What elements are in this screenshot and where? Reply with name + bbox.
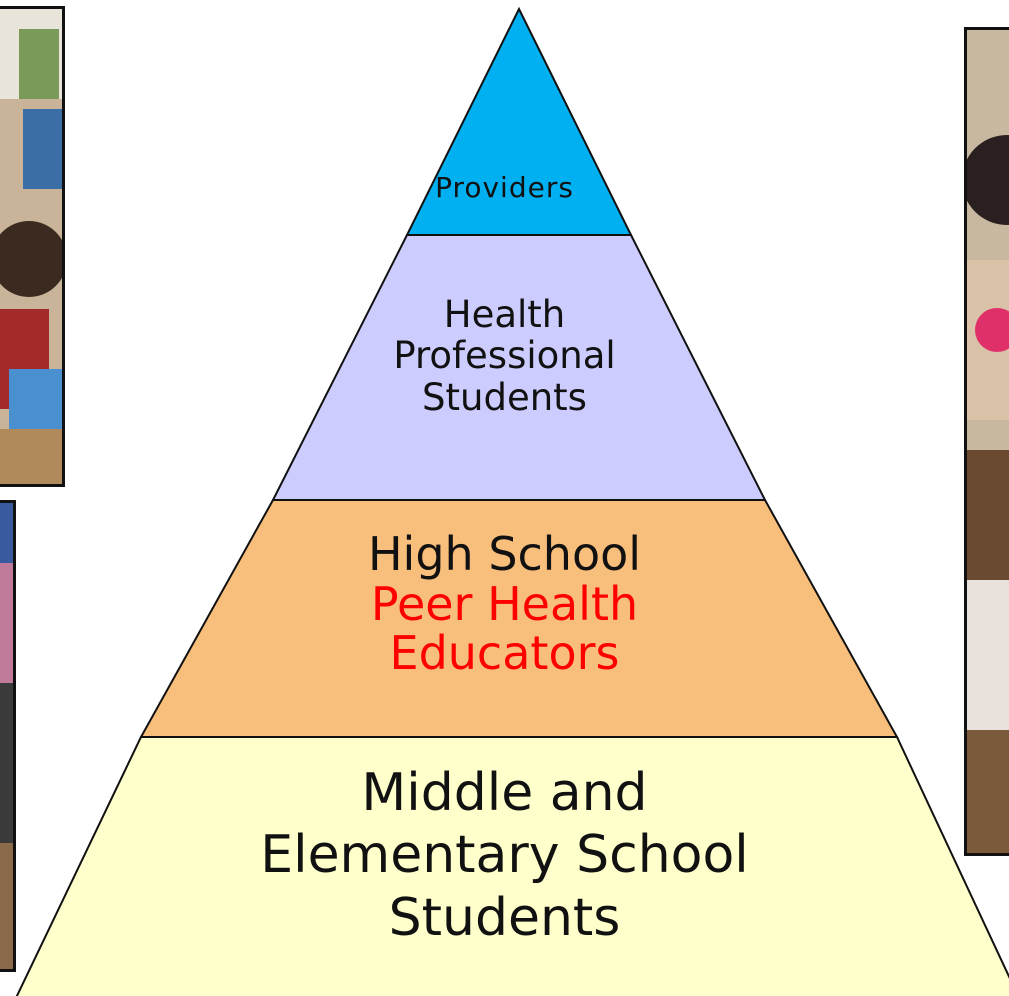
tier-line: Students bbox=[388, 887, 621, 948]
pyramid-tier-middle-elementary-students bbox=[15, 736, 1009, 996]
tier-line: High School bbox=[367, 527, 642, 581]
students-photo-art bbox=[967, 30, 1009, 853]
tier-line: Elementary School bbox=[260, 825, 749, 886]
tier-line: Providers bbox=[435, 171, 574, 204]
tier-line: Middle and bbox=[361, 763, 648, 823]
tier-line: Professional bbox=[393, 334, 616, 378]
tier-subline-educators: Educators bbox=[389, 626, 620, 681]
classroom-photo-bottom-left bbox=[0, 500, 16, 972]
classroom-photo-art bbox=[0, 503, 13, 969]
students-photo-right bbox=[964, 27, 1009, 856]
tier-label-health-professional-students: Health Professional Students bbox=[0, 293, 1009, 419]
classroom-photo-art bbox=[0, 9, 62, 484]
tier-label-middle-elementary-students: Middle and Elementary School Students bbox=[0, 762, 1009, 949]
tier-label-providers: Providers bbox=[0, 171, 1009, 204]
tier-label-high-school: High School Peer Health Educators bbox=[0, 527, 1009, 681]
tier-line: Students bbox=[422, 375, 587, 419]
classroom-photo-top-left bbox=[0, 6, 65, 487]
tier-subline-peer-health: Peer Health bbox=[370, 576, 639, 631]
tier-line: Health bbox=[443, 293, 566, 336]
